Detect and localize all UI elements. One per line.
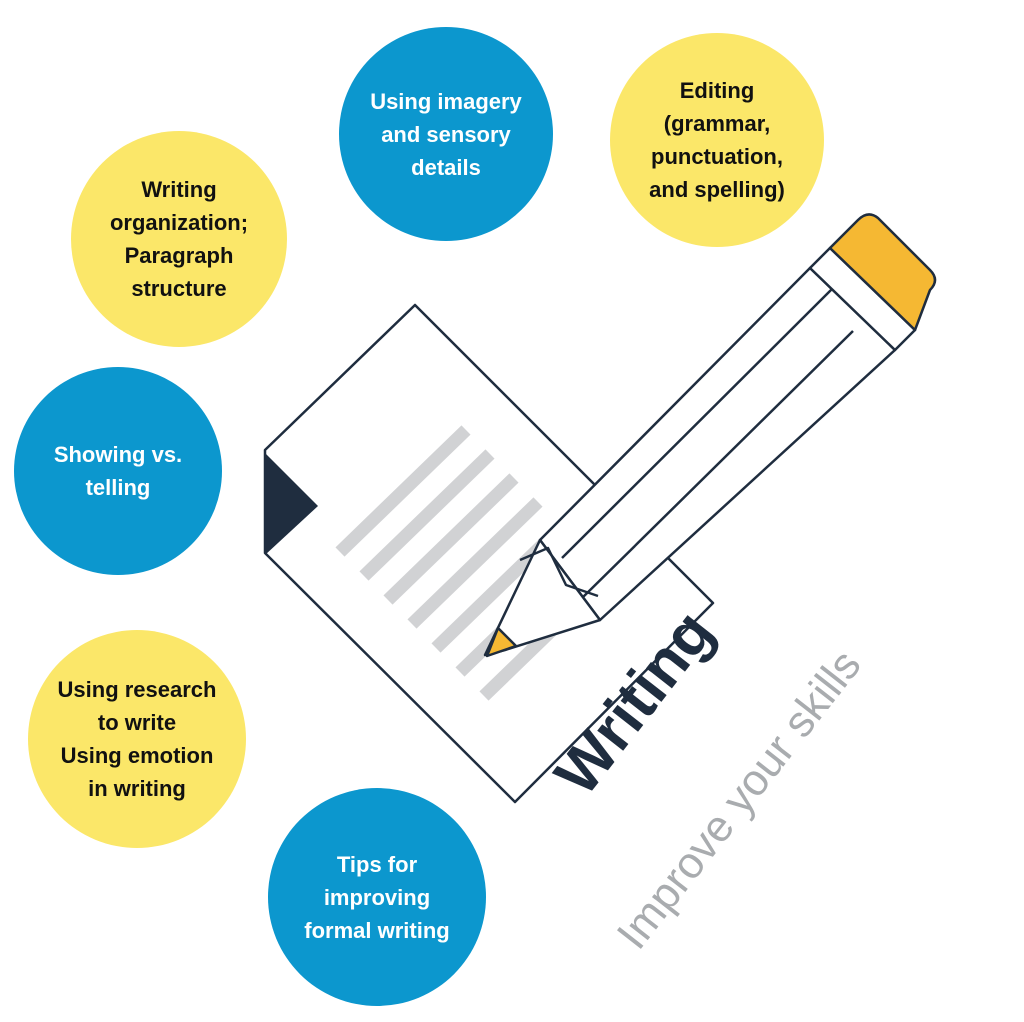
bubble-imagery: Using imagery and sensory details [339, 27, 553, 241]
bubble-label: Using research to write Using emotion in… [57, 677, 217, 801]
bubble-formal-writing: Tips for improving formal writing [268, 788, 486, 1006]
bubble-research-emotion: Using research to write Using emotion in… [28, 630, 246, 848]
bubble-writing-organization: Writing organization; Paragraph structur… [71, 131, 287, 347]
pencil-icon [483, 213, 937, 658]
bubble-showing-vs-telling: Showing vs. telling [14, 367, 222, 575]
bubble-label: Using imagery and sensory details [370, 88, 522, 180]
bubble-label: Writing organization; Paragraph structur… [109, 177, 249, 301]
bubble-label: Showing vs. telling [53, 442, 183, 500]
bubble-editing: Editing (grammar, punctuation, and spell… [610, 33, 824, 247]
bubble-label: Tips for improving formal writing [304, 851, 450, 943]
bubble-label: Editing (grammar, punctuation, and spell… [649, 78, 785, 202]
